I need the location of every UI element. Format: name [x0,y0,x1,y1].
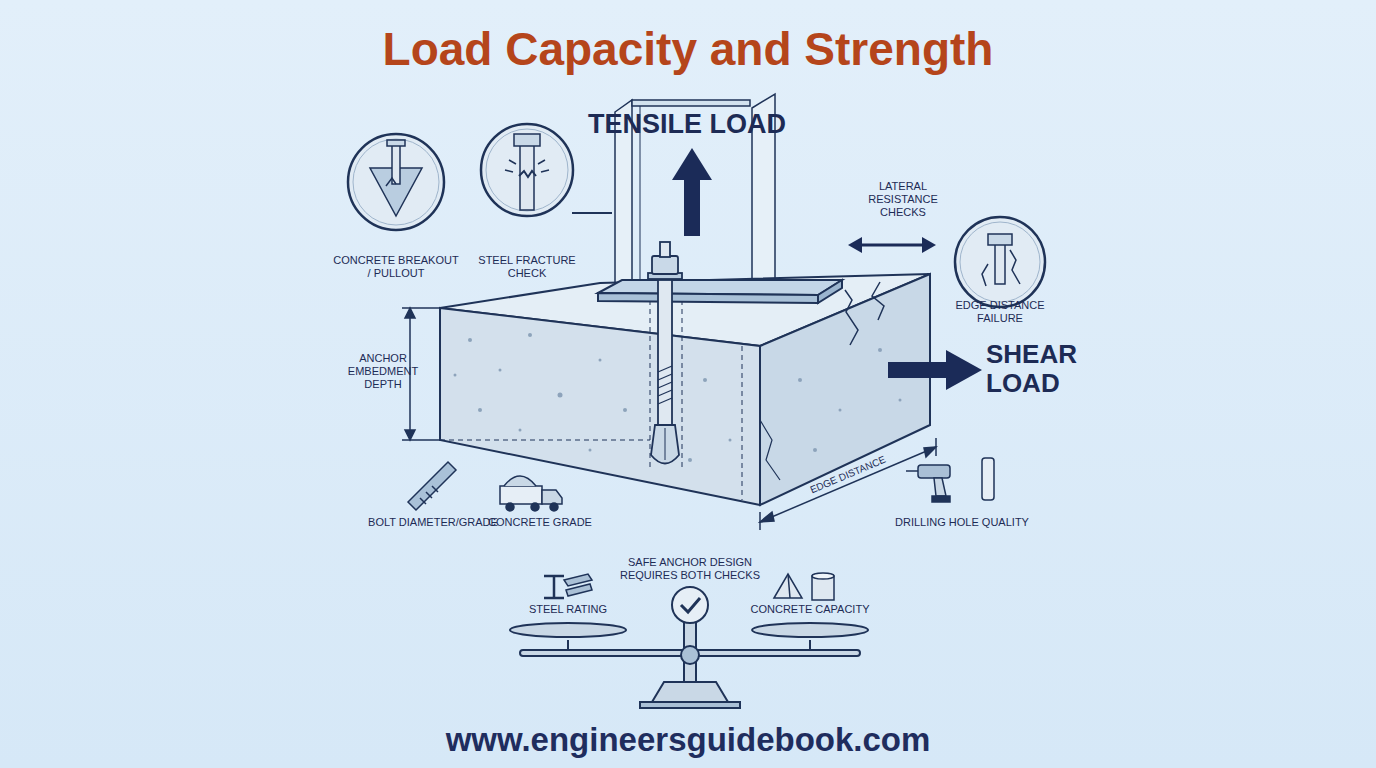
leader-line [572,212,612,214]
failure-mode-circle: CONCRETE BREAKOUT / PULLOUT [331,130,461,300]
shear-arrow [888,350,982,390]
node-icon [774,573,834,600]
pan-shape [752,623,868,637]
circle-shape [481,124,573,216]
node-label: CONCRETE BREAKOUT / PULLOUT [331,254,461,280]
scale-pan: STEEL RATING [500,572,636,642]
failure-mode-circle: EDGE DISTANCE FAILURE [935,215,1065,330]
note-label: SAFE ANCHOR DESIGN REQUIRES BOTH CHECKS [605,556,775,582]
factor-label: BOLT DIAMETER/GRADE [358,516,508,529]
pan-shape [510,623,626,637]
check-label: LATERAL RESISTANCE CHECKS [862,180,944,220]
failure-mode-circle: STEEL FRACTURE CHECK [462,122,592,282]
bolt-icon [408,462,456,510]
dimension-label: ANCHOR EMBEDMENT DEPTH [343,352,423,392]
truck-icon [500,476,562,511]
circle-shape [348,134,444,230]
anchor-bolt [648,242,682,464]
factor-label: CONCRETE GRADE [475,516,605,529]
node-label: EDGE DISTANCE FAILURE [935,299,1065,325]
node-label: STEEL RATING [500,603,636,616]
node-label: STEEL FRACTURE CHECK [462,254,592,280]
lateral-arrow [848,237,936,253]
circle-ring [486,129,568,211]
factor-label: DRILLING HOLE QUALITY [877,516,1047,529]
circle-shape [955,217,1045,307]
load-label: SHEAR LOAD [986,340,1096,397]
scale-pan: CONCRETE CAPACITY [730,572,890,642]
load-label: TENSILE LOAD [547,108,827,140]
circle-ring [960,222,1040,302]
node-icon [505,134,549,210]
node-label: CONCRETE CAPACITY [730,603,890,616]
base-plate [598,280,842,303]
node-icon [544,574,592,598]
watermark-url: www.engineersguidebook.com [308,720,1068,760]
node-icon [370,140,422,216]
concrete-block [440,274,930,505]
tensile-arrow [672,148,712,236]
diagram-title: Load Capacity and Strength [188,22,1188,77]
node-icon [982,234,1020,286]
drill-icon [906,458,994,502]
circle-ring [353,139,439,225]
